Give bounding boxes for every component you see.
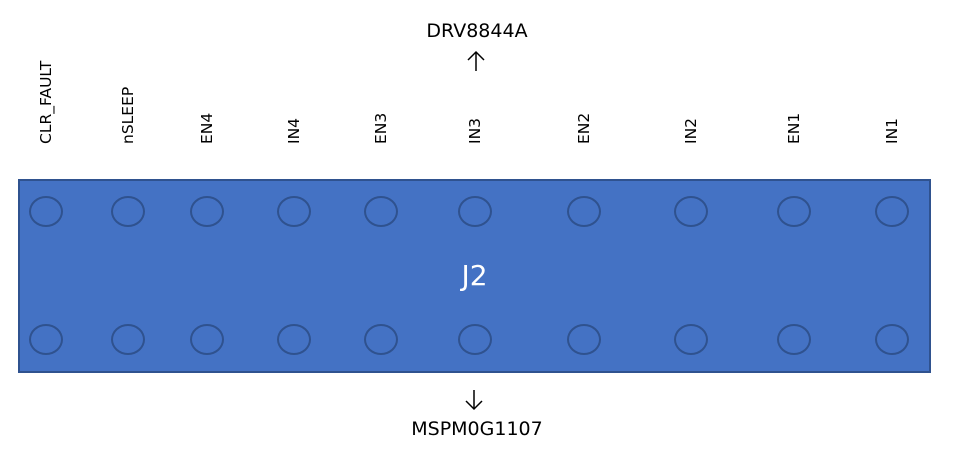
pin-top-8 xyxy=(674,196,708,227)
pin-top-6 xyxy=(458,196,492,227)
pin-bottom-4 xyxy=(277,324,311,355)
pin-bottom-9 xyxy=(777,324,811,355)
pin-name: IN3 xyxy=(466,117,484,144)
connector-j2: J2 xyxy=(18,179,931,373)
pin-top-5 xyxy=(364,196,398,227)
pin-name: IN1 xyxy=(883,117,901,144)
pin-bottom-5 xyxy=(364,324,398,355)
pin-top-7 xyxy=(567,196,601,227)
pin-top-3 xyxy=(190,196,224,227)
arrow-down-icon xyxy=(465,390,483,411)
pin-bottom-8 xyxy=(674,324,708,355)
top-target-label: DRV8844A xyxy=(426,20,528,42)
pin-bottom-3 xyxy=(190,324,224,355)
pin-name: IN4 xyxy=(285,117,303,144)
pin-name: EN2 xyxy=(575,112,593,144)
pin-name: EN4 xyxy=(198,112,216,144)
pin-name: IN2 xyxy=(682,117,700,144)
bottom-target-label: MSPM0G1107 xyxy=(411,418,543,440)
arrow-up-icon xyxy=(467,50,485,71)
pin-top-9 xyxy=(777,196,811,227)
pin-top-2 xyxy=(111,196,145,227)
pin-name: EN3 xyxy=(372,112,390,144)
pin-top-10 xyxy=(875,196,909,227)
pin-bottom-1 xyxy=(29,324,63,355)
pin-name: EN1 xyxy=(785,112,803,144)
pin-name: nSLEEP xyxy=(119,86,137,144)
pin-bottom-7 xyxy=(567,324,601,355)
pin-top-1 xyxy=(29,196,63,227)
pin-bottom-6 xyxy=(458,324,492,355)
pin-name: CLR_FAULT xyxy=(37,60,55,144)
pin-bottom-10 xyxy=(875,324,909,355)
pin-top-4 xyxy=(277,196,311,227)
connector-label: J2 xyxy=(461,259,488,292)
pin-bottom-2 xyxy=(111,324,145,355)
